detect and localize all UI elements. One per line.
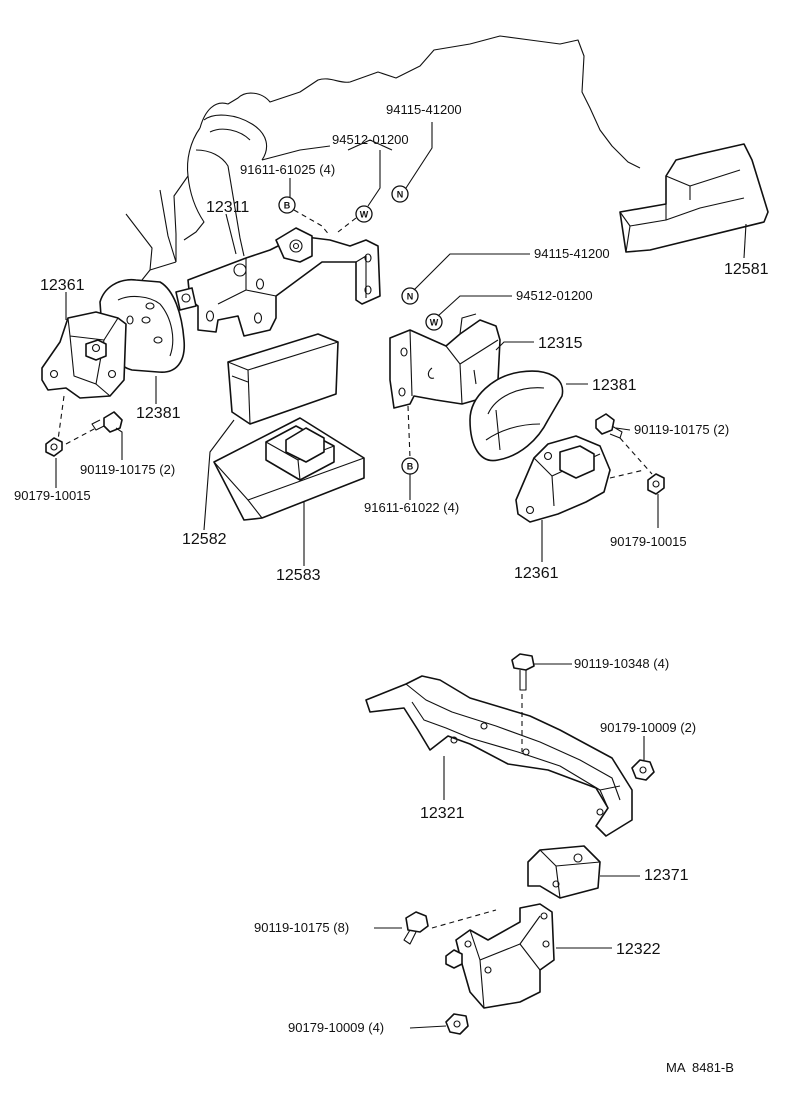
label-90179-10009-a: 90179-10009 (2)	[600, 720, 696, 735]
nut-90179-right	[647, 473, 665, 495]
label-90179-10015-right: 90179-10015	[610, 534, 687, 549]
label-12361-left: 12361	[40, 277, 85, 294]
mount-12361-right	[515, 435, 611, 523]
diagram-code: MA 8481-B	[666, 1060, 734, 1075]
leader-dash-right-bolt	[619, 437, 653, 475]
svg-text:N: N	[407, 292, 414, 302]
washer-symbol-top: W	[355, 205, 373, 223]
leader-dash-left-bolt	[65, 427, 97, 445]
label-12321: 12321	[420, 805, 465, 822]
svg-text:N: N	[397, 190, 404, 200]
label-12322: 12322	[616, 941, 661, 958]
bolt-symbol-mid: B	[401, 457, 419, 475]
label-12315: 12315	[538, 335, 583, 352]
bolt-90119-10175-8	[403, 911, 429, 945]
washer-symbol-mid: W	[425, 313, 443, 331]
label-94115-mid: 94115-41200	[534, 246, 610, 261]
label-90119-10348: 90119-10348 (4)	[574, 656, 669, 671]
bolt-90119-left	[91, 411, 123, 433]
svg-text:W: W	[430, 318, 439, 328]
label-12381-left: 12381	[136, 405, 181, 422]
svg-text:W: W	[360, 210, 369, 220]
label-90119-10175-left: 90119-10175 (2)	[80, 462, 175, 477]
label-94512-mid: 94512-01200	[516, 288, 593, 303]
plate-12581	[619, 143, 769, 253]
nut-90179-10009-a	[631, 759, 655, 781]
label-91611-61025: 91611-61025 (4)	[240, 162, 335, 177]
label-90179-10009-b: 90179-10009 (4)	[288, 1020, 384, 1035]
label-94512-top: 94512-01200	[332, 132, 409, 147]
insulator-12582	[227, 333, 339, 425]
leader-dash-left-mount	[57, 395, 65, 441]
leader-dash-top-bolt	[293, 209, 331, 237]
label-94115-top: 94115-41200	[386, 102, 462, 117]
label-12582: 12582	[182, 531, 227, 548]
label-12361-right: 12361	[514, 565, 559, 582]
label-12581: 12581	[724, 261, 769, 278]
svg-text:B: B	[284, 201, 291, 211]
bolt-symbol-top: B	[278, 196, 296, 214]
leader-dash-right-mount	[609, 469, 645, 479]
nut-90179-left	[45, 437, 63, 457]
label-12381-right: 12381	[592, 377, 637, 394]
bracket-12311	[175, 227, 381, 337]
bolt-90119-10348	[511, 653, 535, 691]
crossmember-12321	[365, 675, 633, 837]
leader-lines	[55, 122, 747, 1029]
leader-dash-12322	[431, 909, 497, 929]
label-12371: 12371	[644, 867, 689, 884]
nut-90179-10009-b	[445, 1013, 469, 1035]
label-12311: 12311	[206, 199, 249, 216]
leader-dash-top-washer	[337, 217, 357, 233]
stopper-12371	[527, 845, 601, 899]
label-12583: 12583	[276, 567, 321, 584]
insulator-12583	[213, 417, 365, 521]
nut-symbol-top: N	[391, 185, 409, 203]
insulator-12381-right	[469, 370, 564, 462]
svg-text:B: B	[407, 462, 414, 472]
bolt-90119-right	[595, 413, 623, 439]
bracket-12322	[455, 903, 555, 1009]
mount-12361-left	[41, 311, 127, 399]
label-90119-10175-8: 90119-10175 (8)	[254, 920, 349, 935]
bolt-small-12322	[445, 949, 463, 969]
engine-outline	[125, 35, 641, 281]
label-90119-10175-right: 90119-10175 (2)	[634, 422, 729, 437]
nut-symbol-mid: N	[401, 287, 419, 305]
leader-dash-mid-bolt	[407, 405, 411, 459]
label-91611-61022: 91611-61022 (4)	[364, 500, 459, 515]
label-90179-10015-left: 90179-10015	[14, 488, 91, 503]
